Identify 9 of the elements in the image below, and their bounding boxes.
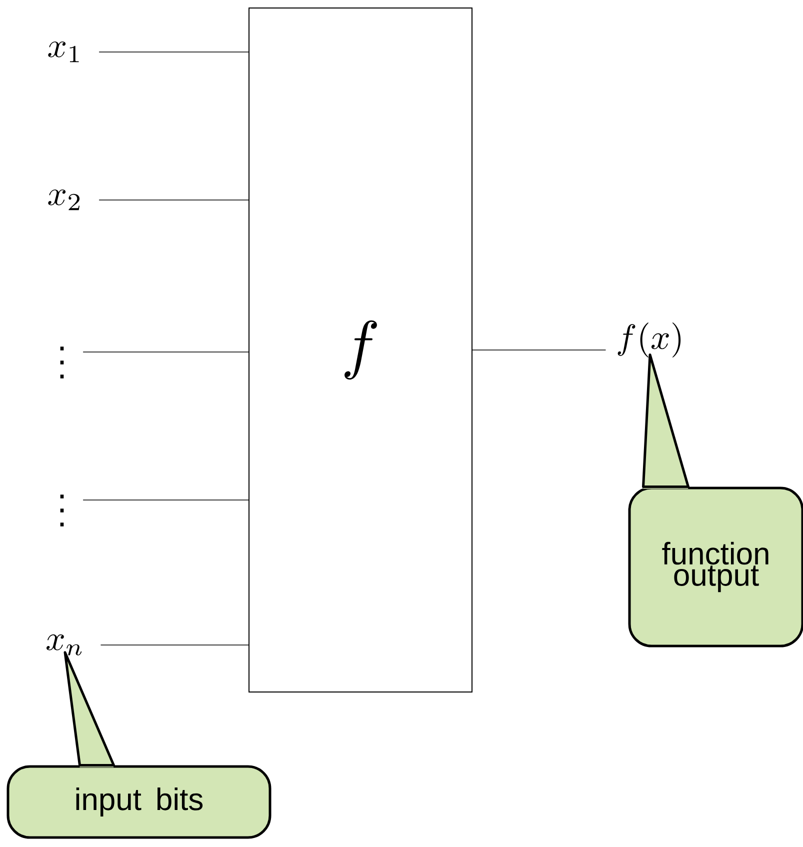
callout-tail	[64, 651, 115, 766]
callout-tail	[642, 353, 690, 488]
input-label: $\vdots$	[60, 494, 64, 526]
input-wire	[100, 644, 249, 646]
input-label: $\vdots$	[60, 346, 64, 378]
output-label: $f(x)$	[618, 322, 681, 358]
input-label: $x_1$	[48, 41, 79, 62]
input-label: $x_2$	[48, 189, 80, 210]
function-box: $f$	[248, 8, 472, 692]
